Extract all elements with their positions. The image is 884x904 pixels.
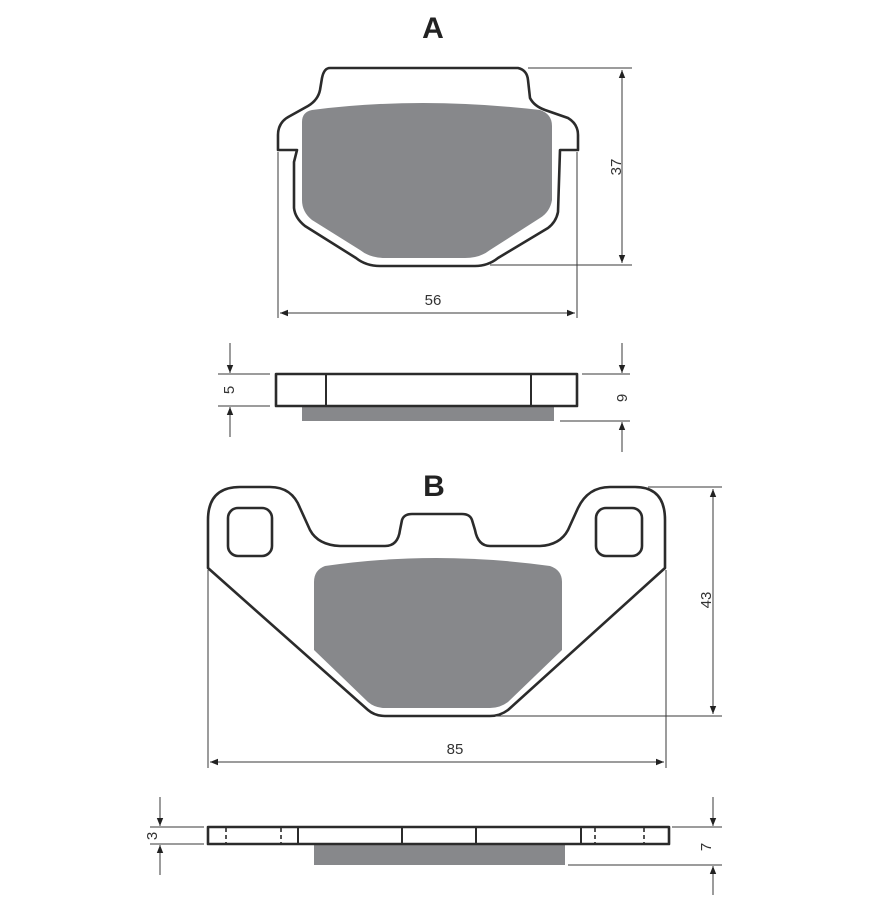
pad-b-label: B — [423, 470, 445, 503]
pad-a-backplate-thickness-dimension: 5 — [218, 343, 270, 437]
pad-b-width-dimension: 85 — [207, 570, 667, 768]
pad-a-width-value: 56 — [425, 292, 442, 309]
pad-a-total-thickness-dimension: 9 — [560, 343, 631, 452]
pad-b-backplate-thickness-value: 3 — [144, 832, 161, 840]
pad-b-height-dimension: 43 — [495, 486, 722, 717]
pad-b-total-thickness-dimension: 7 — [568, 797, 722, 895]
pad-b-total-thickness-value: 7 — [698, 843, 715, 851]
pad-b-right-mounting-hole — [594, 506, 644, 558]
pad-a-width-dimension: 56 — [277, 152, 578, 318]
pad-a-label: A — [422, 12, 444, 45]
pad-b-width-value: 85 — [447, 741, 464, 758]
pad-a-total-thickness-value: 9 — [614, 394, 631, 402]
pad-a-friction-material — [302, 103, 552, 258]
pad-b-side-view — [206, 825, 671, 865]
pad-b-friction-material — [314, 558, 562, 708]
pad-a-height-value: 37 — [608, 159, 625, 176]
pad-a-height-dimension: 37 — [490, 67, 632, 266]
pad-a-front-view — [276, 66, 580, 268]
pad-b-left-mounting-hole — [226, 506, 274, 558]
pad-b-height-value: 43 — [698, 592, 715, 609]
pad-b-front-view — [206, 485, 667, 718]
pad-b-backplate-thickness-dimension: 3 — [144, 797, 204, 875]
pad-a-backplate-thickness-value: 5 — [221, 386, 238, 394]
pad-a-side-view — [274, 372, 579, 421]
